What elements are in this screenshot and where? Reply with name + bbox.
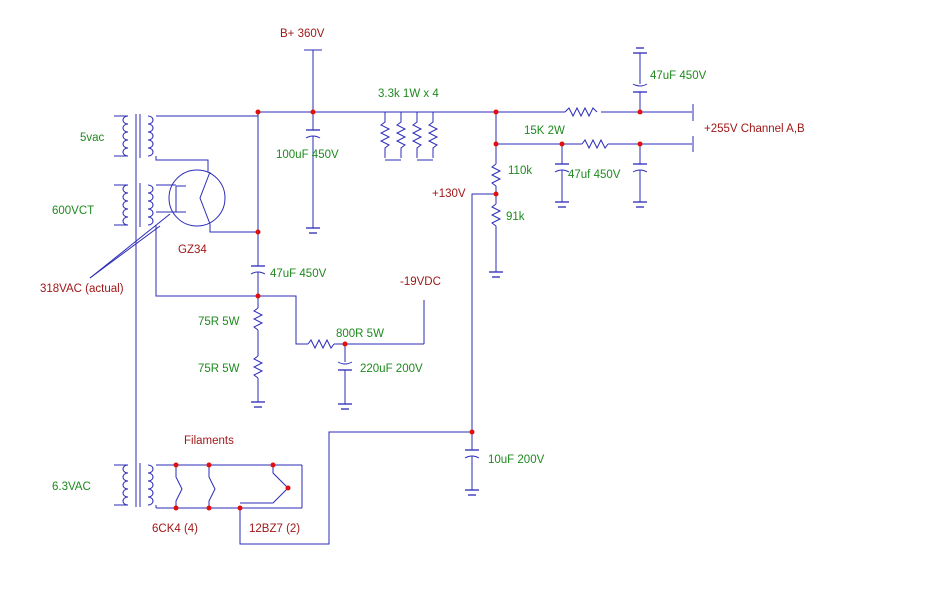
label-r75b: 75R 5W: [198, 363, 240, 375]
resistor-top-right: [564, 106, 598, 118]
label-c100: 100uF 450V: [276, 149, 339, 161]
transformer-600vct: [114, 183, 154, 227]
transformer-5vac: [114, 114, 154, 158]
filament-network: [155, 464, 303, 509]
wire-5v-bottom: [155, 156, 209, 172]
label-gz34: GZ34: [178, 244, 207, 256]
label-bplus: B+ 360V: [280, 28, 325, 40]
wire-130v: [471, 193, 496, 432]
resistor-75r-bottom: [252, 355, 264, 379]
pointer-line-1: [89, 213, 171, 279]
label-output: +255V Channel A,B: [704, 123, 805, 135]
label-5vac: 5vac: [80, 132, 105, 144]
wire-to-800r: [258, 295, 308, 345]
resistor-array-3k3: [379, 111, 496, 161]
wire-heater-elevation: [239, 431, 472, 545]
label-c10: 10uF 200V: [488, 454, 545, 466]
label-318vac: 318VAC (actual): [40, 283, 124, 295]
wire-ct: [155, 225, 258, 297]
resistor-15k: [581, 138, 609, 150]
junction-dots: [173, 109, 643, 511]
resistor-75r-top: [252, 307, 264, 331]
capacitor-47uf-top: [632, 47, 648, 112]
resistor-800r: [307, 338, 335, 350]
label-r91k: 91k: [506, 211, 525, 223]
gz34-rectifier-tube: [168, 169, 226, 227]
label-r-chain: 3.3k 1W x 4: [378, 88, 439, 100]
label-12bz7: 12BZ7 (2): [249, 523, 300, 535]
wire-cathode: [209, 224, 258, 233]
label-neg19: -19VDC: [400, 276, 441, 288]
label-r15k: 15K 2W: [524, 125, 565, 137]
capacitor-47uf-mid-right: [632, 144, 648, 208]
transformer-6v3: [114, 463, 154, 507]
label-c-top-right: 47uF 450V: [650, 70, 707, 82]
capacitor-47uf-mid-left: [554, 144, 570, 208]
label-600vct: 600VCT: [52, 205, 94, 217]
resistor-91k: [490, 203, 502, 227]
capacitor-47uf-reservoir: [250, 250, 266, 296]
label-c47c: 47uF 450V: [270, 268, 327, 280]
label-6v3: 6.3VAC: [52, 481, 91, 493]
label-r110k: 110k: [508, 165, 532, 177]
pointer-line-2: [89, 225, 161, 279]
capacitor-220uf: [337, 344, 353, 410]
label-plus130: +130V: [432, 188, 466, 200]
resistor-110k: [490, 163, 502, 187]
label-filaments: Filaments: [184, 435, 234, 447]
label-r75a: 75R 5W: [198, 316, 240, 328]
label-c220: 220uF 200V: [360, 363, 423, 375]
label-c47b: 47uf 450V: [568, 169, 621, 181]
capacitor-10uf: [464, 432, 480, 496]
label-6ck4: 6CK4 (4): [152, 523, 198, 535]
capacitor-100uf: [305, 112, 321, 234]
label-r800: 800R 5W: [336, 328, 384, 340]
